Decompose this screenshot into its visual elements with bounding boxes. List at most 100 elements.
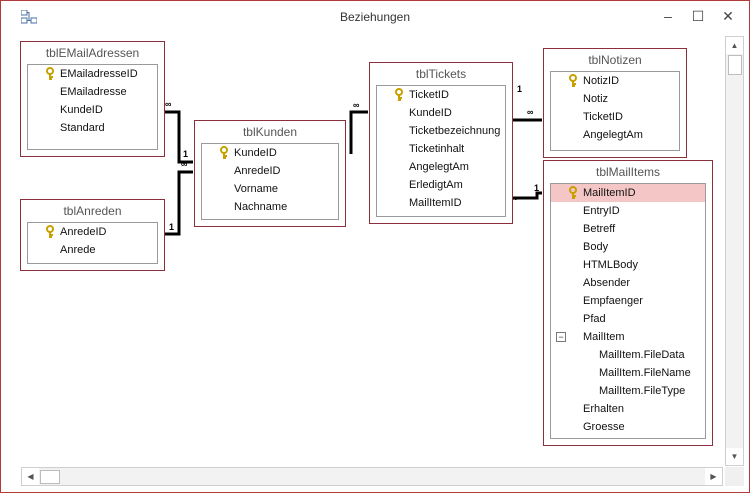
field-label: Betreff <box>583 223 616 235</box>
field-row[interactable]: Anrede <box>28 241 157 259</box>
window-title: Beziehungen <box>339 10 411 24</box>
field-row[interactable]: KundeID <box>28 101 157 119</box>
many-marker: ∞ <box>527 107 534 117</box>
field-label: AnredeID <box>234 165 281 177</box>
field-row[interactable]: AnredeID <box>202 162 338 180</box>
field-label: Groesse <box>583 421 625 433</box>
field-label: KundeID <box>60 104 103 116</box>
table-title[interactable]: tblAnreden <box>63 204 122 218</box>
field-row[interactable]: Nachname <box>202 198 338 216</box>
field-label: Notiz <box>583 93 609 105</box>
field-list: NotizID Notiz TicketID AngelegtAm <box>550 71 680 151</box>
field-label: Empfaenger <box>583 295 643 307</box>
field-row[interactable]: Pfad <box>551 310 705 328</box>
field-row[interactable]: MailItem.FileName <box>551 364 705 382</box>
key-icon <box>46 67 54 80</box>
field-row[interactable]: Body <box>551 238 705 256</box>
field-row[interactable]: ErledigtAm <box>377 176 505 194</box>
close-button[interactable]: ✕ <box>722 7 734 24</box>
field-row[interactable]: TicketID <box>551 108 679 126</box>
table-tblEMailAdressen[interactable]: tblEMailAdressen EMailadresseID EMailadr… <box>20 41 165 157</box>
field-label: HTMLBody <box>583 259 639 271</box>
field-row[interactable]: Groesse <box>551 418 705 436</box>
field-row[interactable]: NotizID <box>551 72 679 90</box>
table-tblNotizen[interactable]: tblNotizen NotizID Notiz TicketID Angele… <box>543 48 687 158</box>
field-label: Ticketinhalt <box>409 143 465 155</box>
field-list: AnredeID Anrede <box>27 222 158 264</box>
table-tblTickets[interactable]: tblTickets TicketID KundeID Ticketbezeic… <box>369 62 513 224</box>
field-row[interactable]: Absender <box>551 274 705 292</box>
field-row[interactable]: KundeID <box>377 104 505 122</box>
many-marker: ∞ <box>181 159 188 169</box>
field-row[interactable]: Betreff <box>551 220 705 238</box>
vertical-scrollbar[interactable]: ▲ ▼ <box>725 36 744 466</box>
scroll-right-icon[interactable]: ▶ <box>705 468 722 485</box>
maximize-button[interactable]: ☐ <box>691 7 705 24</box>
field-label: MailItemID <box>583 187 636 199</box>
field-row[interactable]: AnredeID <box>28 223 157 241</box>
field-row[interactable]: Ticketbezeichnung <box>377 122 505 140</box>
field-row[interactable]: EMailadresseID <box>28 65 157 83</box>
field-row[interactable]: EntryID <box>551 202 705 220</box>
field-label: MailItem.FileName <box>599 367 691 379</box>
field-label: TicketID <box>409 89 449 101</box>
field-row[interactable]: Empfaenger <box>551 292 705 310</box>
field-row[interactable]: MailItem.FileType <box>551 382 705 400</box>
field-label: AngelegtAm <box>583 129 643 141</box>
one-marker: 1 <box>517 84 523 94</box>
field-label: MailItem <box>583 331 625 343</box>
field-label: Standard <box>60 122 105 134</box>
field-row[interactable]: AngelegtAm <box>377 158 505 176</box>
scroll-left-icon[interactable]: ◀ <box>22 468 39 485</box>
field-row-selected[interactable]: MailItemID <box>551 184 705 202</box>
horizontal-scroll-thumb[interactable] <box>40 470 60 484</box>
table-title[interactable]: tblMailItems <box>595 165 660 179</box>
field-list: EMailadresseID EMailadresse KundeID Stan… <box>27 64 158 150</box>
field-row[interactable]: Erhalten <box>551 400 705 418</box>
table-tblKunden[interactable]: tblKunden KundeID AnredeID Vorname Nachn… <box>194 120 346 227</box>
field-row[interactable]: Ticketinhalt <box>377 140 505 158</box>
table-title[interactable]: tblKunden <box>242 125 298 139</box>
field-row[interactable]: HTMLBody <box>551 256 705 274</box>
field-row[interactable]: KundeID <box>202 144 338 162</box>
field-row[interactable]: MailItemID <box>377 194 505 212</box>
many-marker: ∞ <box>165 99 172 109</box>
field-row[interactable]: − MailItem <box>551 328 705 346</box>
field-row[interactable]: TicketID <box>377 86 505 104</box>
field-label: Nachname <box>234 201 288 213</box>
field-label: Anrede <box>60 244 96 256</box>
scroll-up-icon[interactable]: ▲ <box>726 37 743 54</box>
table-tblMailItems[interactable]: tblMailItems MailItemID EntryID Betreff … <box>543 160 713 446</box>
key-icon <box>569 186 577 199</box>
field-row[interactable]: EMailadresse <box>28 83 157 101</box>
horizontal-scrollbar[interactable]: ◀ ▶ <box>21 467 723 486</box>
table-title[interactable]: tblTickets <box>415 67 467 81</box>
field-label: Ticketbezeichnung <box>409 125 501 137</box>
field-label: EntryID <box>583 205 620 217</box>
field-label: ErledigtAm <box>409 179 463 191</box>
many-marker: ∞ <box>511 193 518 203</box>
table-tblAnreden[interactable]: tblAnreden AnredeID Anrede <box>20 199 165 271</box>
field-row[interactable]: MailItem.FileData <box>551 346 705 364</box>
field-row[interactable]: Notiz <box>551 90 679 108</box>
field-row[interactable]: AngelegtAm <box>551 126 679 144</box>
field-label: Body <box>583 241 609 253</box>
field-row[interactable]: Standard <box>28 119 157 137</box>
key-icon <box>46 225 54 238</box>
relationships-canvas[interactable]: ∞ 1 ∞ 1 1 ∞ 1 ∞ ∞ 1 tblEMailAdressen EMa… <box>9 32 722 464</box>
field-label: AnredeID <box>60 226 107 238</box>
title-bar: Beziehungen – ☐ ✕ <box>1 1 749 32</box>
table-title[interactable]: tblEMailAdressen <box>45 46 140 60</box>
field-label: MailItem.FileType <box>599 385 686 397</box>
field-row[interactable]: Vorname <box>202 180 338 198</box>
scroll-down-icon[interactable]: ▼ <box>726 448 743 465</box>
table-title[interactable]: tblNotizen <box>588 53 642 67</box>
minimize-button[interactable]: – <box>664 8 672 24</box>
field-label: NotizID <box>583 75 620 87</box>
collapse-toggle[interactable]: − <box>556 332 566 342</box>
field-label: EMailadresse <box>60 86 127 98</box>
vertical-scroll-thumb[interactable] <box>728 55 742 75</box>
field-label: Vorname <box>234 183 279 195</box>
field-label: EMailadresseID <box>60 68 138 80</box>
